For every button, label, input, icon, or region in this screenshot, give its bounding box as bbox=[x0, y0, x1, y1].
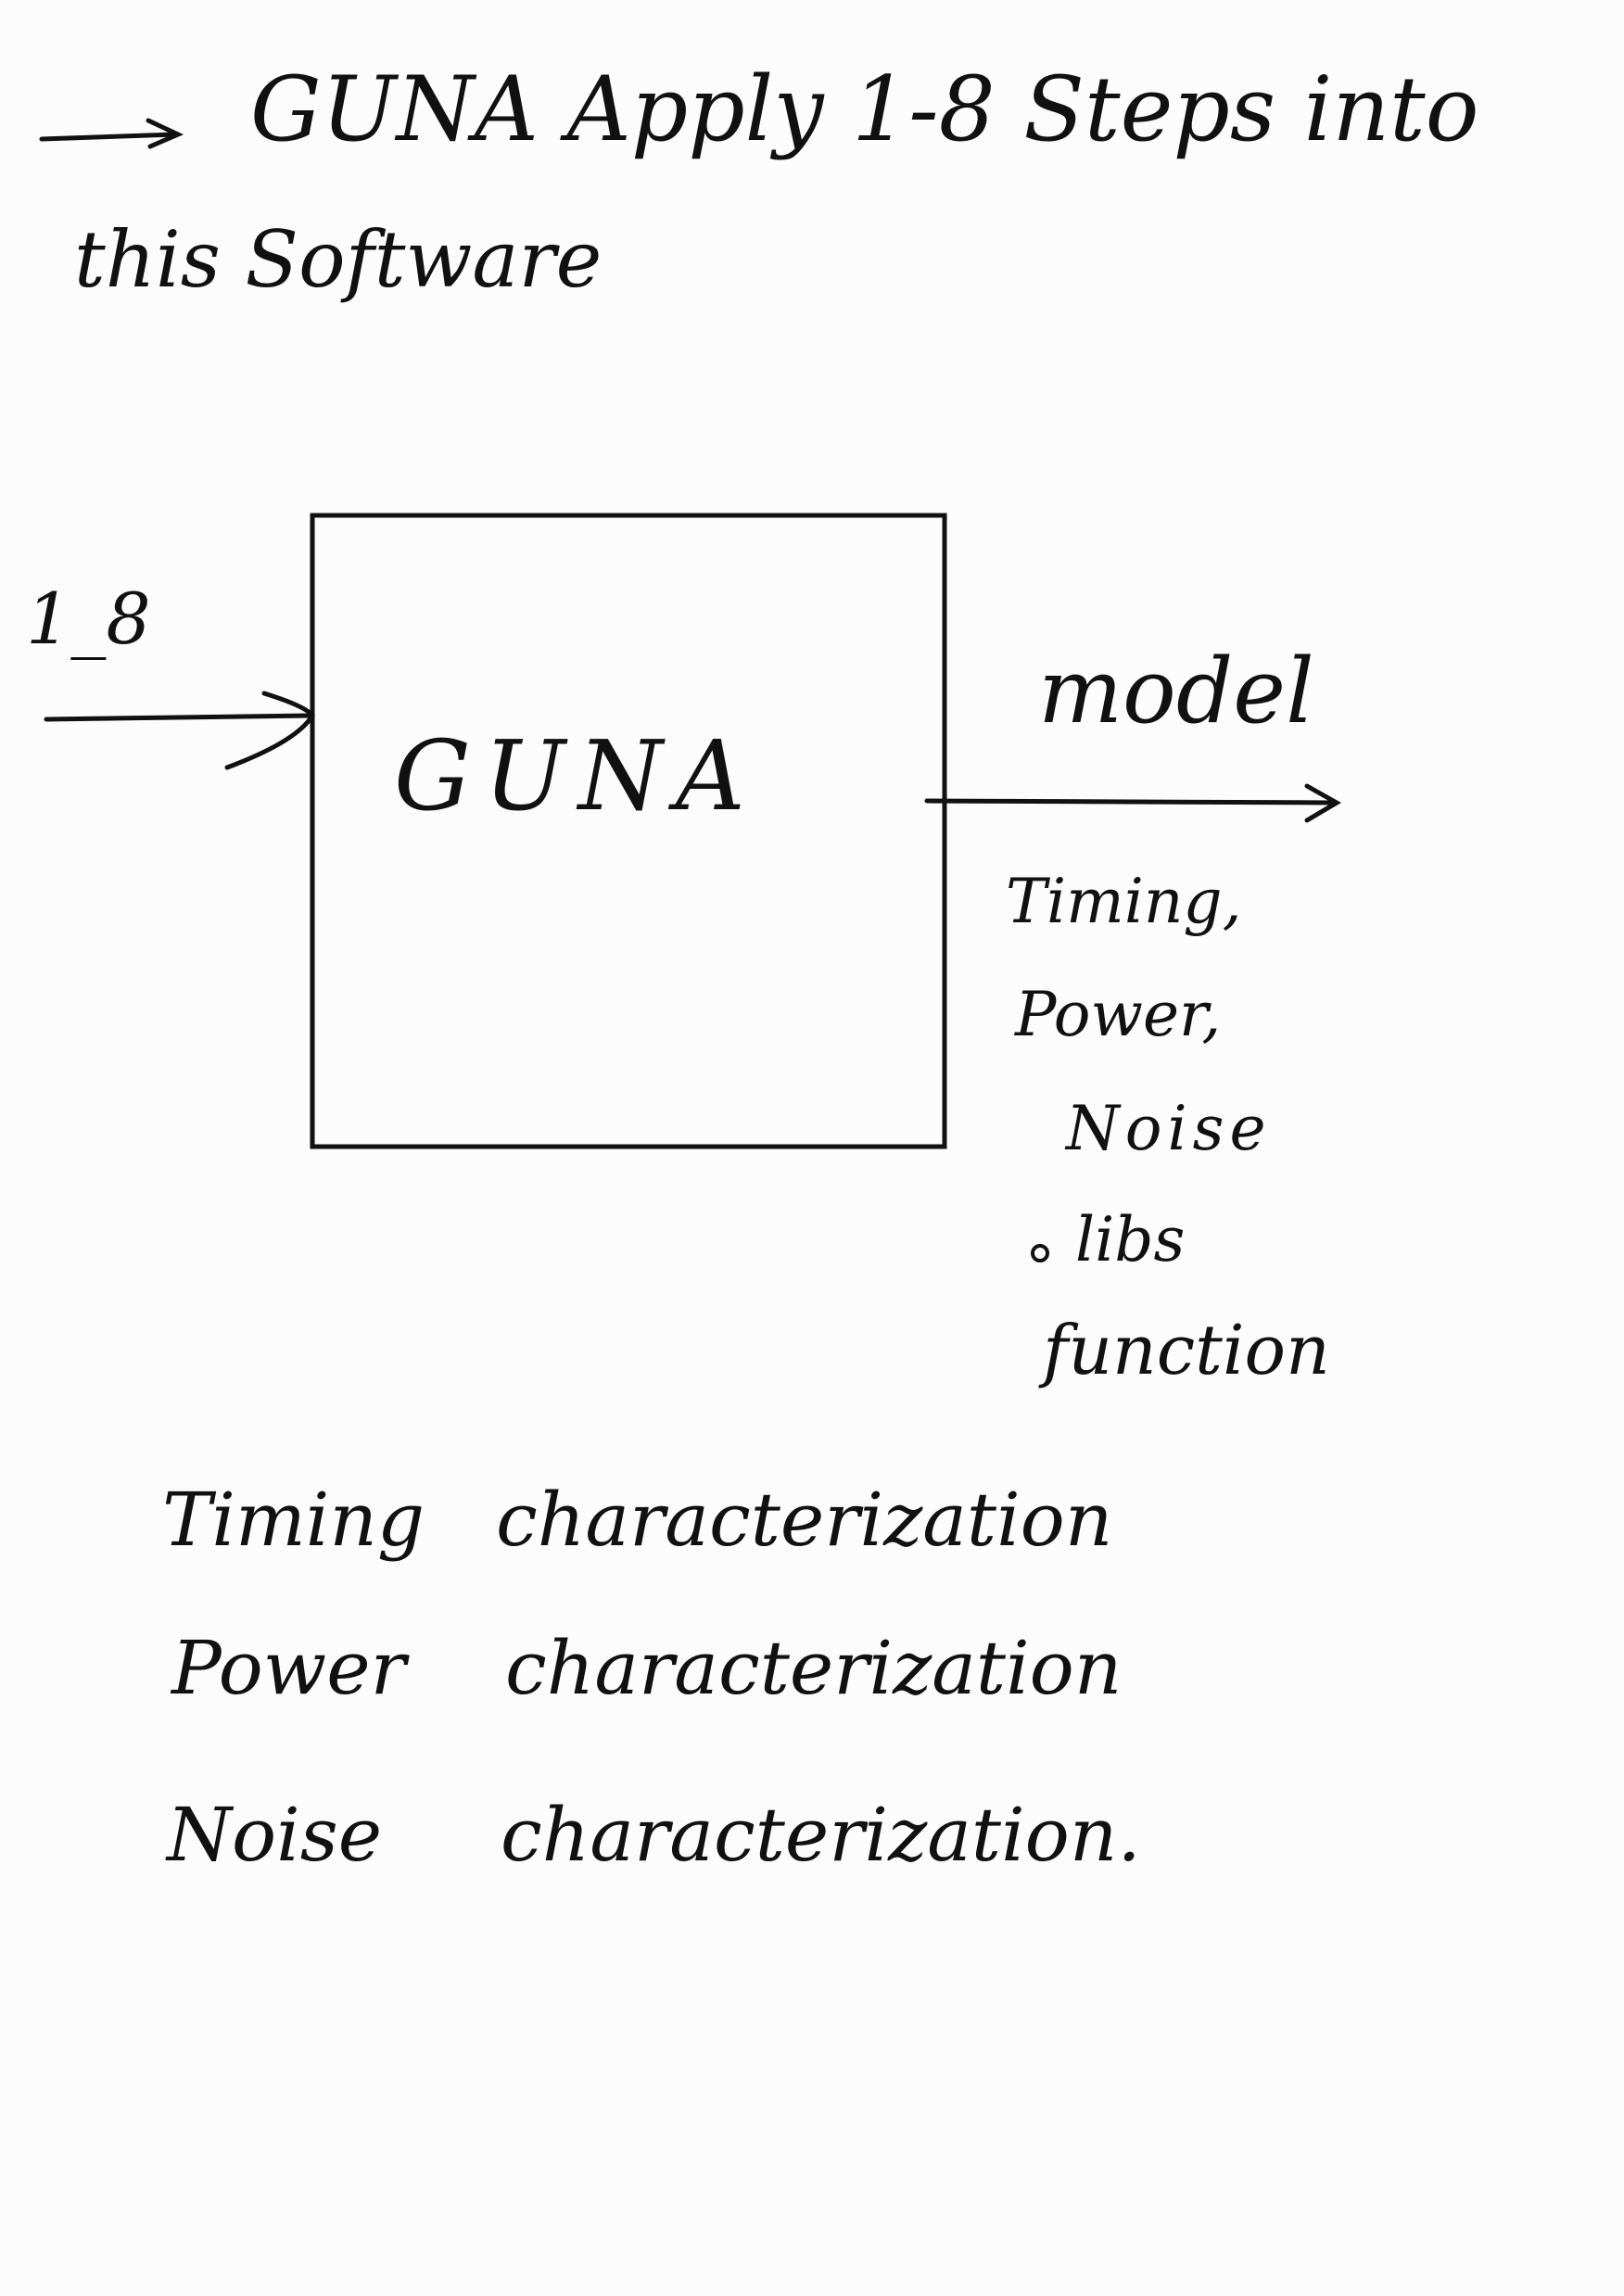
characterization-label: characterization bbox=[505, 1625, 1123, 1711]
bullet-dot-icon bbox=[1031, 1244, 1049, 1262]
output-item-power: Power, bbox=[1015, 979, 1222, 1050]
output-label: model bbox=[1038, 640, 1314, 743]
note-heading: GUNA Apply 1-8 Steps into bbox=[250, 57, 1479, 161]
input-arrow-icon bbox=[44, 691, 315, 770]
output-arrow-icon bbox=[924, 783, 1341, 823]
note-subheading: this Software bbox=[74, 214, 603, 305]
output-item-libs: libs bbox=[1075, 1204, 1186, 1275]
output-item-function: function bbox=[1043, 1311, 1330, 1390]
characterization-term: Power bbox=[171, 1625, 406, 1711]
input-label: 1_8 bbox=[26, 577, 151, 660]
characterization-term: Timing bbox=[162, 1477, 425, 1563]
characterization-label: characterization. bbox=[501, 1792, 1141, 1878]
guna-block bbox=[310, 513, 947, 1149]
characterization-label: characterization bbox=[496, 1477, 1113, 1563]
output-item-timing: Timing, bbox=[1006, 866, 1242, 937]
note-arrow-icon bbox=[39, 118, 184, 149]
output-item-noise: Noise bbox=[1066, 1093, 1272, 1164]
block-label: GUNA bbox=[394, 719, 758, 832]
characterization-term: Noise bbox=[167, 1792, 383, 1878]
